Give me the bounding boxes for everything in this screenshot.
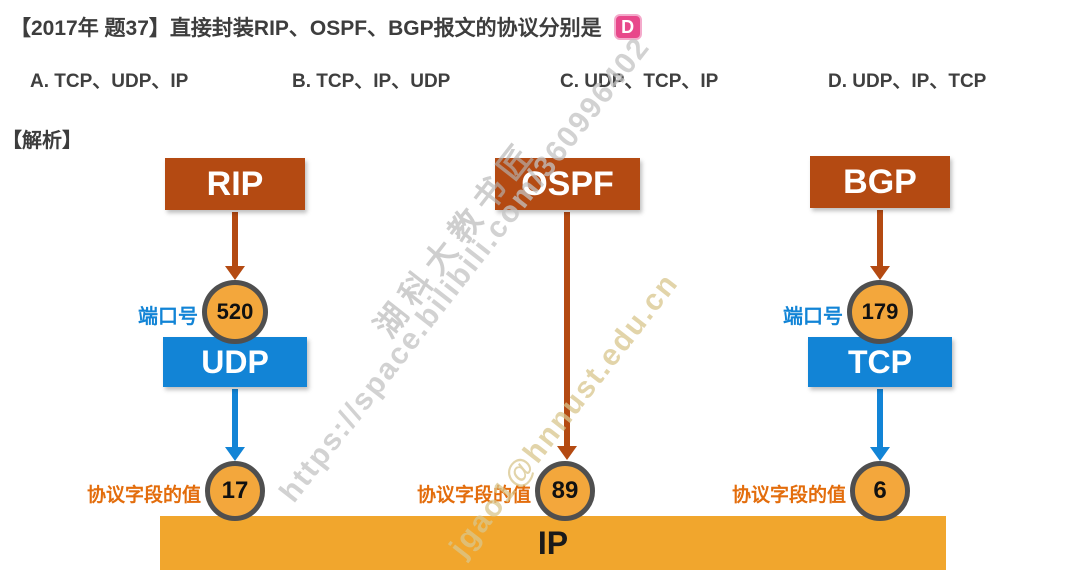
- question-title: 【2017年 题37】直接封装RIP、OSPF、BGP报文的协议分别是: [10, 17, 602, 40]
- rip-box: RIP: [165, 158, 305, 210]
- arrow-head-icon: [870, 266, 890, 280]
- watermark-url: https://space.bilibili.com/360996402: [273, 30, 657, 509]
- arrow-head-icon: [225, 447, 245, 461]
- bgp-box: BGP: [810, 156, 950, 208]
- field-label-ospf: 协议字段的值: [416, 485, 531, 506]
- arrow-shaft: [232, 389, 238, 447]
- option-b: B. TCP、IP、UDP: [292, 71, 451, 92]
- field-circle-89: 89: [535, 461, 595, 521]
- field-label-udp: 协议字段的值: [86, 485, 201, 506]
- arrow-rip-to-port: [225, 212, 245, 280]
- question-header: 【2017年 题37】直接封装RIP、OSPF、BGP报文的协议分别是 D: [10, 12, 642, 42]
- option-d: D. UDP、IP、TCP: [828, 71, 987, 92]
- udp-box: UDP: [163, 337, 307, 387]
- port-label-rip: 端口号: [138, 306, 198, 328]
- arrow-head-icon: [557, 446, 577, 460]
- arrow-head-icon: [870, 447, 890, 461]
- arrow-shaft: [877, 210, 883, 266]
- port-circle-179: 179: [847, 280, 913, 344]
- ip-bar: IP: [160, 516, 946, 570]
- ospf-box: OSPF: [495, 158, 640, 210]
- field-circle-6: 6: [850, 461, 910, 521]
- tcp-box: TCP: [808, 337, 952, 387]
- port-label-bgp: 端口号: [783, 306, 843, 328]
- option-a: A. TCP、UDP、IP: [30, 71, 189, 92]
- arrow-shaft: [564, 212, 570, 446]
- arrow-ospf-to-field: [557, 212, 577, 460]
- field-label-tcp: 协议字段的值: [731, 485, 846, 506]
- field-circle-17: 17: [205, 461, 265, 521]
- port-circle-520: 520: [202, 280, 268, 344]
- answer-badge: D: [613, 14, 642, 40]
- arrow-head-icon: [225, 266, 245, 280]
- analysis-label: 【解析】: [2, 130, 82, 152]
- arrow-tcp-to-field: [870, 389, 890, 461]
- arrow-udp-to-field: [225, 389, 245, 461]
- arrow-bgp-to-port: [870, 210, 890, 280]
- option-c: C. UDP、TCP、IP: [560, 71, 719, 92]
- arrow-shaft: [877, 389, 883, 447]
- arrow-shaft: [232, 212, 238, 266]
